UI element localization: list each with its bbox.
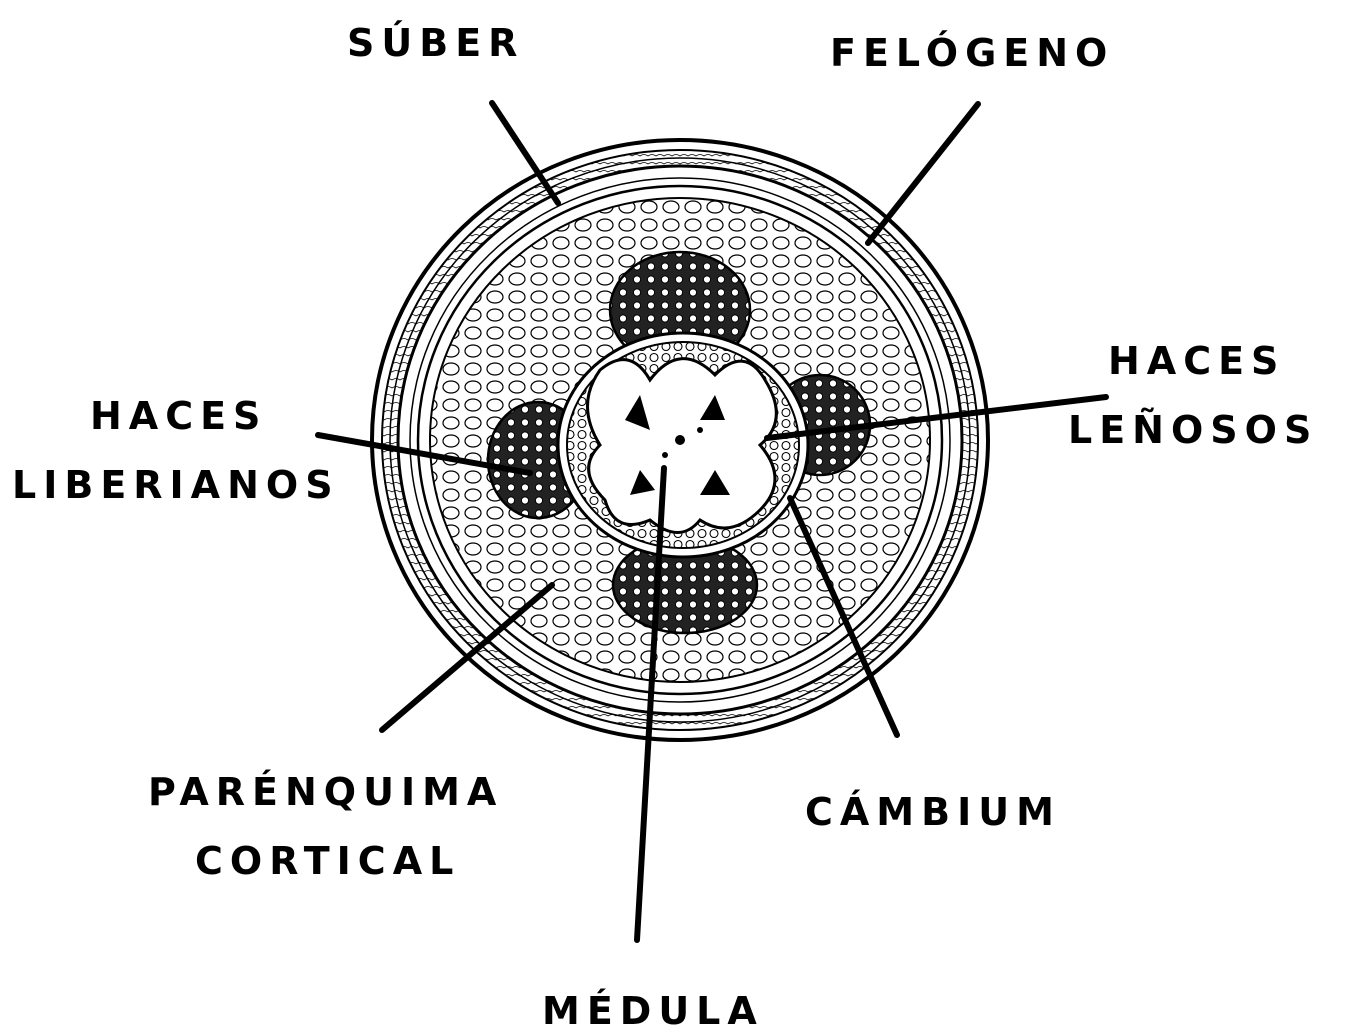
haces-liberianos-label-line2: LIBERIANOS — [12, 466, 340, 504]
haces-lenosos-label-line1: HACES — [1108, 342, 1285, 380]
parenquima-label-line2: CORTICAL — [195, 842, 460, 880]
felogeno-label: FELÓGENO — [830, 34, 1114, 72]
haces-lenosos-label-line2: LEÑOSOS — [1068, 411, 1318, 449]
medula-label: MÉDULA — [542, 992, 764, 1030]
parenquima-label-line1: PARÉNQUIMA — [148, 773, 503, 811]
felogeno-leader-line — [868, 104, 978, 243]
suber-label: SÚBER — [347, 24, 524, 62]
cambium-label: CÁMBIUM — [805, 793, 1061, 831]
haces-liberianos-label-line1: HACES — [90, 397, 267, 435]
